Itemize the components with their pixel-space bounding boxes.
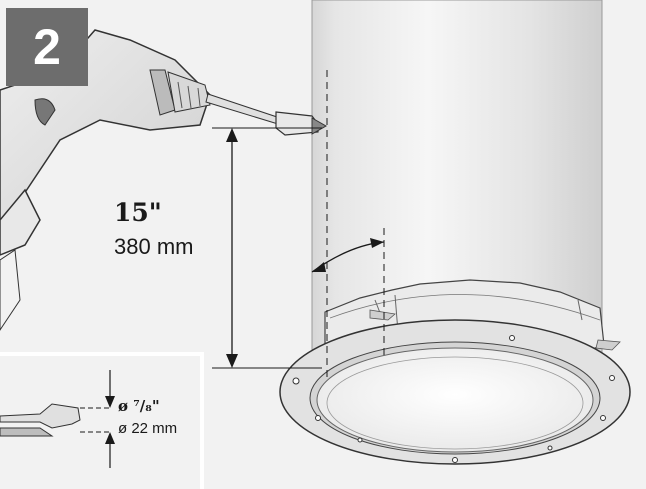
drill-bit-detail-illustration [0,370,115,468]
drill-bit-detail-inset [0,352,204,489]
drill-height-metric: 380 mm [114,234,194,259]
hole-diameter-metric: ø 22 mm [118,420,178,437]
step-number-badge: 2 [6,8,88,86]
hole-diameter-imperial: ø ⁷/₈" [118,397,160,415]
alignment-guides [311,70,385,380]
mounting-flange [279,319,631,465]
drill-height-imperial: 15" [114,198,162,227]
height-dimension [212,127,322,369]
